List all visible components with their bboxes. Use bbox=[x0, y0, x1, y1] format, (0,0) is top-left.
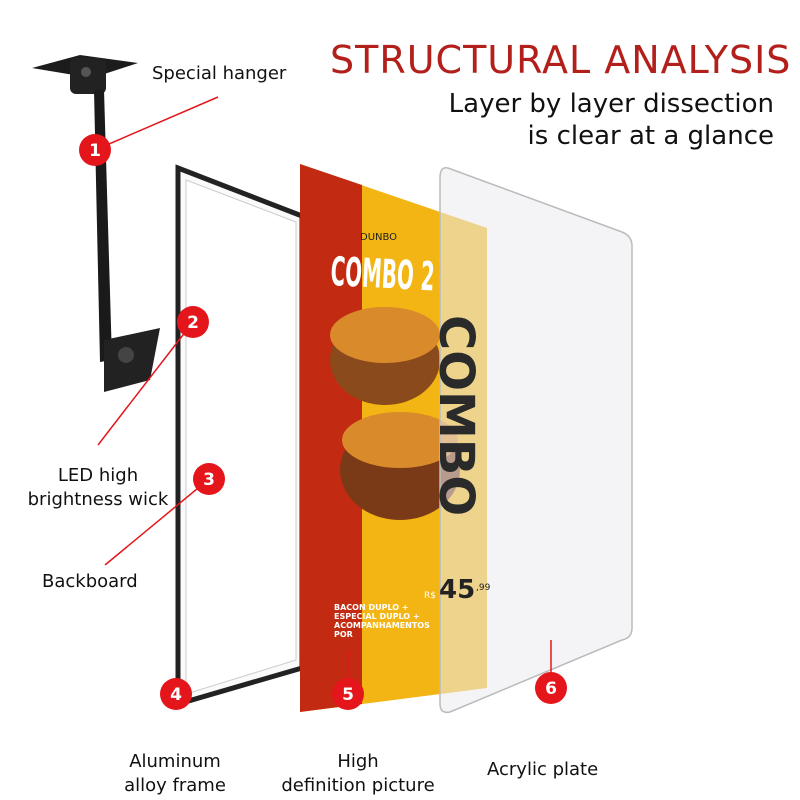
label-led-wick: LED high brightness wick bbox=[8, 464, 188, 512]
poster-vertical-text: COMBO bbox=[428, 315, 484, 516]
poster-headline: COMBO 2 bbox=[329, 249, 435, 300]
page-title: STRUCTURAL ANALYSIS bbox=[330, 38, 792, 82]
poster-desc-3: ACOMPANHAMENTOS bbox=[334, 621, 430, 630]
label-picture-line2: definition picture bbox=[281, 775, 435, 796]
svg-text:2: 2 bbox=[187, 313, 199, 333]
poster-desc-4: POR bbox=[334, 630, 353, 639]
poster-price: 45 bbox=[439, 575, 475, 605]
label-led-line1: LED high bbox=[57, 465, 139, 486]
hanger-illustration bbox=[32, 55, 160, 392]
leader-lines bbox=[94, 96, 552, 694]
label-hd-picture: High definition picture bbox=[258, 750, 458, 798]
svg-text:6: 6 bbox=[545, 679, 557, 699]
poster-currency: R$ bbox=[424, 591, 436, 601]
marker-5: 5 bbox=[332, 678, 364, 710]
svg-text:4: 4 bbox=[170, 685, 182, 705]
poster-desc-2: ESPECIAL DUPLO + bbox=[334, 612, 420, 621]
label-aluminum-frame: Aluminum alloy frame bbox=[100, 750, 250, 798]
marker-2: 2 bbox=[177, 306, 209, 338]
poster-desc-1: BACON DUPLO + bbox=[334, 603, 409, 612]
poster-cents: ,99 bbox=[476, 583, 491, 593]
subtitle: Layer by layer dissection is clear at a … bbox=[449, 88, 774, 152]
marker-1: 1 bbox=[79, 134, 111, 166]
svg-text:3: 3 bbox=[203, 470, 215, 490]
label-frame-line2: alloy frame bbox=[124, 775, 226, 796]
label-special-hanger: Special hanger bbox=[152, 63, 287, 84]
label-led-line2: brightness wick bbox=[27, 489, 169, 510]
svg-text:5: 5 bbox=[342, 685, 354, 705]
marker-3: 3 bbox=[193, 463, 225, 495]
aluminum-frame bbox=[175, 164, 305, 708]
poster-brand: DUNBO bbox=[360, 232, 397, 243]
subtitle-line-2: is clear at a glance bbox=[527, 121, 774, 151]
label-acrylic-plate: Acrylic plate bbox=[487, 759, 599, 780]
svg-text:1: 1 bbox=[89, 141, 101, 161]
marker-6: 6 bbox=[535, 672, 567, 704]
label-frame-line1: Aluminum bbox=[129, 751, 221, 772]
label-backboard: Backboard bbox=[42, 571, 138, 592]
label-picture-line1: High bbox=[337, 751, 379, 772]
subtitle-line-1: Layer by layer dissection bbox=[448, 89, 774, 119]
marker-4: 4 bbox=[160, 678, 192, 710]
acrylic-plate bbox=[439, 166, 633, 714]
